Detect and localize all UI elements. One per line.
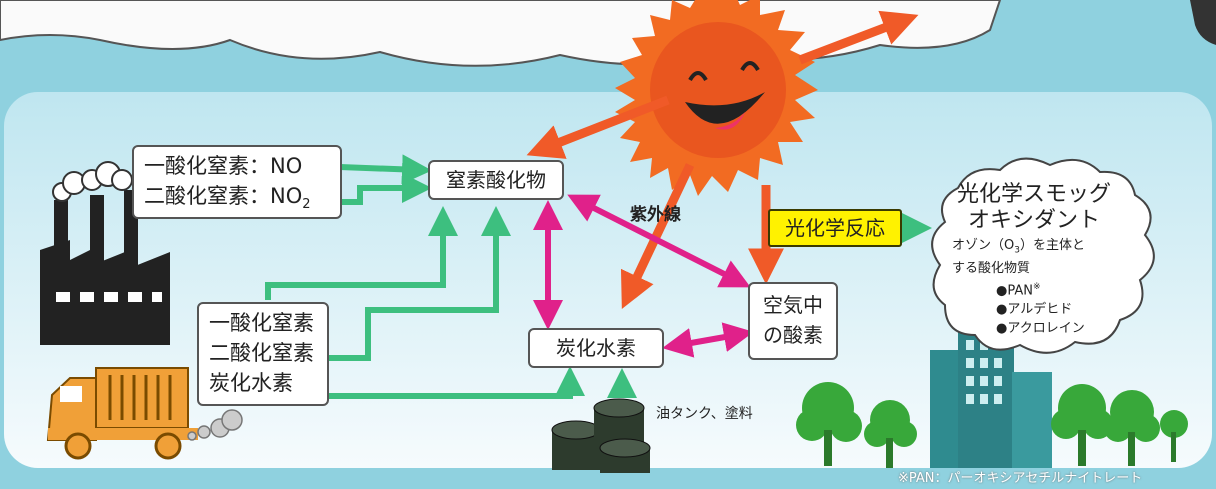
uv-label: 紫外線 bbox=[630, 205, 681, 225]
vehicle-no2-label: 二酸化窒素 bbox=[209, 341, 314, 365]
vehicle-no-label: 一酸化窒素 bbox=[209, 311, 314, 335]
smog-desc-line2: する酸化物質 bbox=[952, 260, 1031, 276]
building-icon bbox=[930, 330, 1052, 468]
smog-item-acrolein: ●アクロレイン bbox=[996, 321, 1085, 337]
photochemical-reaction-box: 光化学反応 bbox=[768, 209, 902, 247]
smog-item-pan: ●PAN※ bbox=[996, 282, 1041, 299]
smog-item-aldehyde: ●アルデヒド bbox=[996, 302, 1073, 318]
nitrogen-oxides-node: 窒素酸化物 bbox=[428, 160, 564, 200]
vehicle-emissions-box: 一酸化窒素 二酸化窒素 炭化水素 bbox=[197, 302, 329, 406]
hydrocarbons-node: 炭化水素 bbox=[528, 328, 664, 368]
smog-description: オゾン（O3）を主体と する酸化物質 bbox=[952, 237, 1122, 278]
vehicle-hc-label: 炭化水素 bbox=[209, 371, 293, 395]
nitrogen-oxides-label: 窒素酸化物 bbox=[446, 168, 546, 192]
oxygen-label-line1: 空気中 bbox=[763, 293, 823, 317]
factory-emissions-box: 一酸化窒素：NO 二酸化窒素：NO2 bbox=[132, 145, 342, 219]
hydrocarbons-label: 炭化水素 bbox=[556, 336, 636, 360]
oxygen-node: 空気中 の酸素 bbox=[748, 282, 838, 360]
smog-title-line1: 光化学スモッグ bbox=[956, 182, 1111, 207]
factory-no2-label: 二酸化窒素：NO2 bbox=[144, 184, 311, 213]
footnote: ※PAN：パーオキシアセチルナイトレート bbox=[898, 471, 1143, 486]
factory-no-label: 一酸化窒素：NO bbox=[144, 154, 303, 178]
factory-icon bbox=[40, 161, 170, 345]
smog-list: ●PAN※ ●アルデヒド ●アクロレイン bbox=[996, 278, 1085, 338]
oil-tank-label: 油タンク、塗料 bbox=[656, 406, 753, 422]
tree-icon bbox=[796, 382, 1188, 468]
smog-desc-line1: オゾン（O3）を主体と bbox=[952, 238, 1085, 256]
smog-title: 光化学スモッグ オキシダント bbox=[934, 182, 1134, 234]
oxygen-label-line2: の酸素 bbox=[763, 323, 823, 347]
truck-icon bbox=[46, 367, 243, 460]
oil-tank-icon bbox=[551, 398, 651, 473]
smog-cloud-icon bbox=[931, 157, 1155, 354]
smog-title-line2: オキシダント bbox=[967, 208, 1100, 233]
sun-icon bbox=[615, 0, 818, 196]
